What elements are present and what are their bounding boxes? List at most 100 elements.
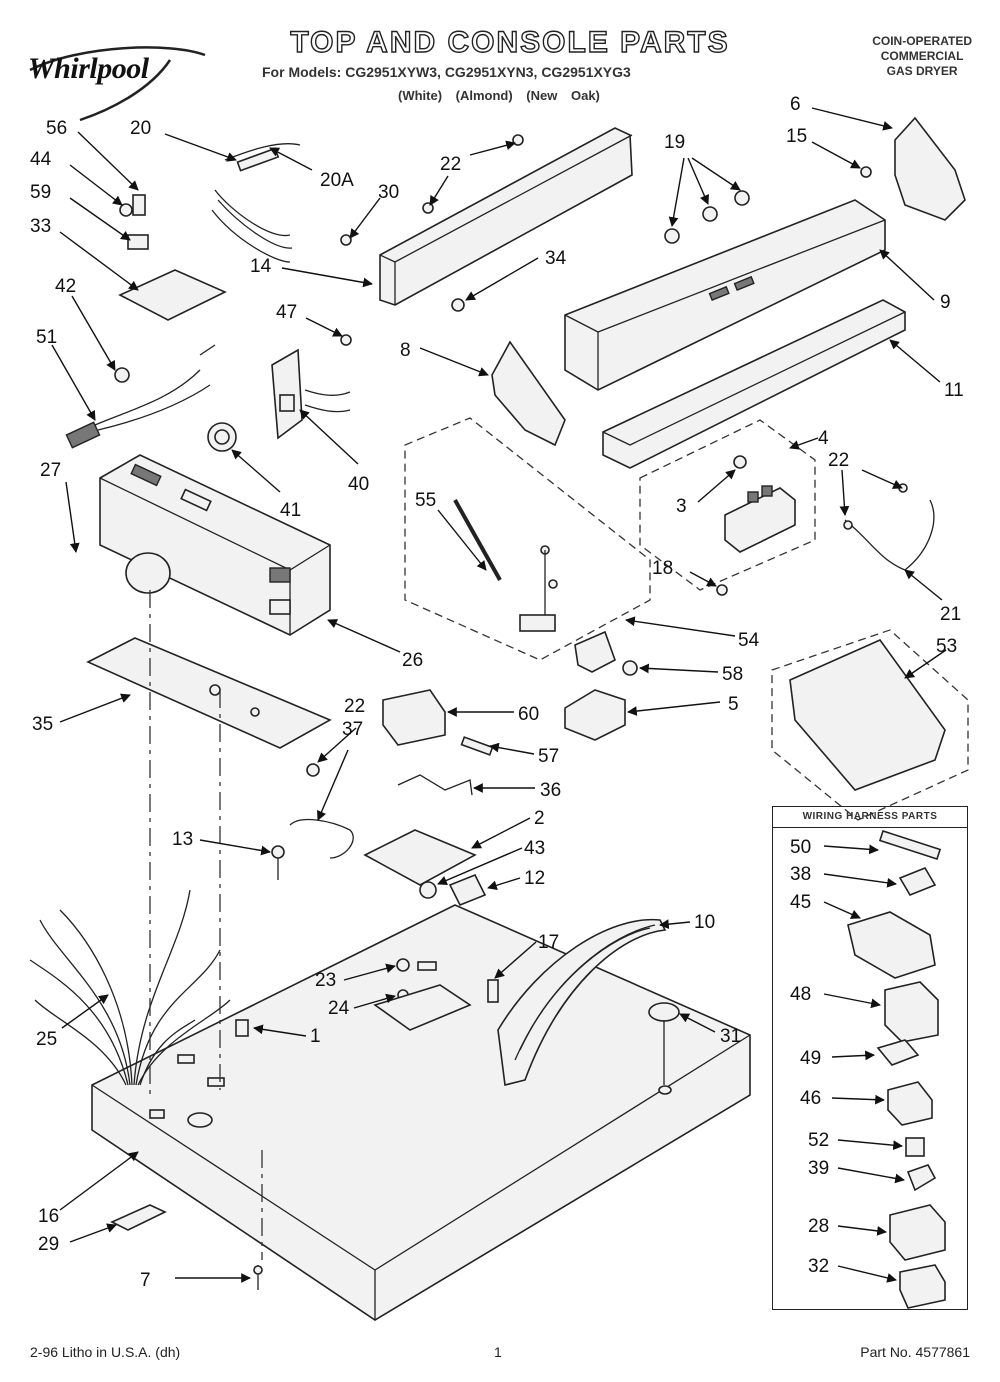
callout-23: 23 bbox=[315, 970, 336, 991]
callout-26: 26 bbox=[402, 650, 423, 671]
whirlpool-logo: Whirlpool bbox=[20, 40, 210, 125]
callout-labels: 56 20 44 59 33 42 51 27 20A 30 22 14 47 … bbox=[30, 94, 964, 1291]
top-panel-part-16 bbox=[91, 904, 751, 1321]
callout-31: 31 bbox=[720, 1026, 741, 1047]
coin-box-part-3 bbox=[724, 455, 796, 553]
callout-5: 5 bbox=[728, 694, 739, 715]
callout-42: 42 bbox=[55, 276, 76, 297]
callout-53: 53 bbox=[936, 636, 957, 657]
callout-18: 18 bbox=[652, 558, 673, 579]
switch-part-60 bbox=[382, 689, 446, 746]
callout-28: 28 bbox=[808, 1216, 829, 1237]
callout-12: 12 bbox=[524, 868, 545, 889]
callout-2: 2 bbox=[534, 808, 545, 829]
callout-39: 39 bbox=[808, 1158, 829, 1179]
callout-56: 56 bbox=[46, 118, 67, 139]
wiring-harness-parts-box: WIRING HARNESS PARTS bbox=[772, 806, 968, 1310]
callout-16: 16 bbox=[38, 1206, 59, 1227]
callout-arrows bbox=[51, 107, 947, 1283]
callout-27: 27 bbox=[40, 460, 61, 481]
callout-6: 6 bbox=[790, 94, 801, 115]
callout-19: 19 bbox=[664, 132, 685, 153]
wiring-harness-parts-title: WIRING HARNESS PARTS bbox=[773, 807, 967, 828]
callout-8: 8 bbox=[400, 340, 411, 361]
callout-29: 29 bbox=[38, 1234, 59, 1255]
callout-43: 43 bbox=[524, 838, 545, 859]
callout-41: 41 bbox=[280, 500, 301, 521]
callout-24: 24 bbox=[328, 998, 350, 1019]
wiring-kit-parts bbox=[823, 829, 946, 1309]
end-cap-part-8 bbox=[491, 340, 566, 447]
knob-part-41 bbox=[207, 422, 237, 452]
callout-45: 45 bbox=[790, 892, 811, 913]
product-type-line: COMMERCIAL bbox=[880, 49, 964, 63]
callout-33: 33 bbox=[30, 216, 51, 237]
callout-50: 50 bbox=[790, 837, 811, 858]
harness-part-51 bbox=[65, 344, 216, 449]
callout-15: 15 bbox=[786, 126, 807, 147]
callout-10: 10 bbox=[694, 912, 715, 933]
coin-cup-part-5 bbox=[564, 689, 626, 741]
callout-55: 55 bbox=[415, 490, 436, 511]
callout-9: 9 bbox=[940, 292, 951, 313]
product-type-line: GAS DRYER bbox=[886, 64, 958, 78]
switch-cover-part-2 bbox=[363, 829, 477, 886]
footer-page-number: 1 bbox=[494, 1344, 502, 1360]
model-numbers: For Models: CG2951XYW3, CG2951XYN3, CG29… bbox=[262, 64, 631, 80]
callout-54: 54 bbox=[738, 630, 760, 651]
foot-part-31 bbox=[648, 1002, 680, 1022]
bracket-part-58 bbox=[574, 630, 616, 673]
timer-part-40 bbox=[271, 348, 351, 440]
callout-25: 25 bbox=[36, 1029, 57, 1050]
callout-60: 60 bbox=[518, 704, 539, 725]
screw-part-7 bbox=[253, 1265, 263, 1290]
callout-35: 35 bbox=[32, 714, 53, 735]
callout-59: 59 bbox=[30, 182, 51, 203]
trim-part-10 bbox=[497, 918, 667, 1086]
gasket-part-35 bbox=[86, 637, 332, 749]
callout-58: 58 bbox=[722, 664, 743, 685]
wire-kit-part-20 bbox=[211, 143, 301, 263]
callout-1: 1 bbox=[310, 1026, 321, 1047]
callout-7: 7 bbox=[140, 1270, 151, 1291]
spring-part-36 bbox=[397, 774, 473, 796]
rod-part-55 bbox=[453, 499, 502, 581]
callout-38: 38 bbox=[790, 864, 811, 885]
page-title: TOP AND CONSOLE PARTS bbox=[290, 25, 730, 59]
callout-22c: 22 bbox=[828, 450, 849, 471]
callout-32: 32 bbox=[808, 1256, 829, 1277]
model-colors: (White) (Almond) (New Oak) bbox=[398, 88, 600, 103]
callout-37: 37 bbox=[342, 719, 363, 740]
end-cap-part-6 bbox=[894, 116, 966, 221]
callout-14: 14 bbox=[250, 256, 272, 277]
callout-34: 34 bbox=[545, 248, 567, 269]
callout-22b: 22 bbox=[344, 696, 365, 717]
bracket-part-29 bbox=[110, 1204, 167, 1231]
callout-47: 47 bbox=[276, 302, 297, 323]
brand-name: Whirlpool bbox=[28, 52, 149, 85]
callout-46: 46 bbox=[800, 1088, 821, 1109]
console-back-part-9 bbox=[564, 199, 886, 391]
callout-40: 40 bbox=[348, 474, 369, 495]
callout-4: 4 bbox=[818, 428, 829, 449]
callout-20A: 20A bbox=[320, 170, 354, 191]
callout-48: 48 bbox=[790, 984, 811, 1005]
product-type-line: COIN-OPERATED bbox=[872, 34, 972, 48]
callout-21: 21 bbox=[940, 604, 961, 625]
callout-22a: 22 bbox=[440, 154, 461, 175]
bracket-part-33 bbox=[118, 269, 227, 321]
footer-part-number: Part No. 4577861 bbox=[860, 1344, 970, 1360]
product-type: COIN-OPERATED COMMERCIAL GAS DRYER bbox=[872, 34, 972, 79]
footer-litho: 2-96 Litho in U.S.A. (dh) bbox=[30, 1344, 181, 1360]
console-panel-part-14 bbox=[379, 127, 633, 306]
console-housing-part-26 bbox=[99, 454, 331, 636]
wire-part-21 bbox=[844, 499, 935, 571]
wire-part-37 bbox=[289, 818, 354, 859]
wire-harness-part-25 bbox=[29, 889, 231, 1086]
callout-11: 11 bbox=[944, 380, 964, 401]
callout-51: 51 bbox=[36, 327, 57, 348]
callout-17: 17 bbox=[538, 932, 559, 953]
console-base-part-11 bbox=[602, 299, 906, 469]
callout-20: 20 bbox=[130, 118, 151, 139]
